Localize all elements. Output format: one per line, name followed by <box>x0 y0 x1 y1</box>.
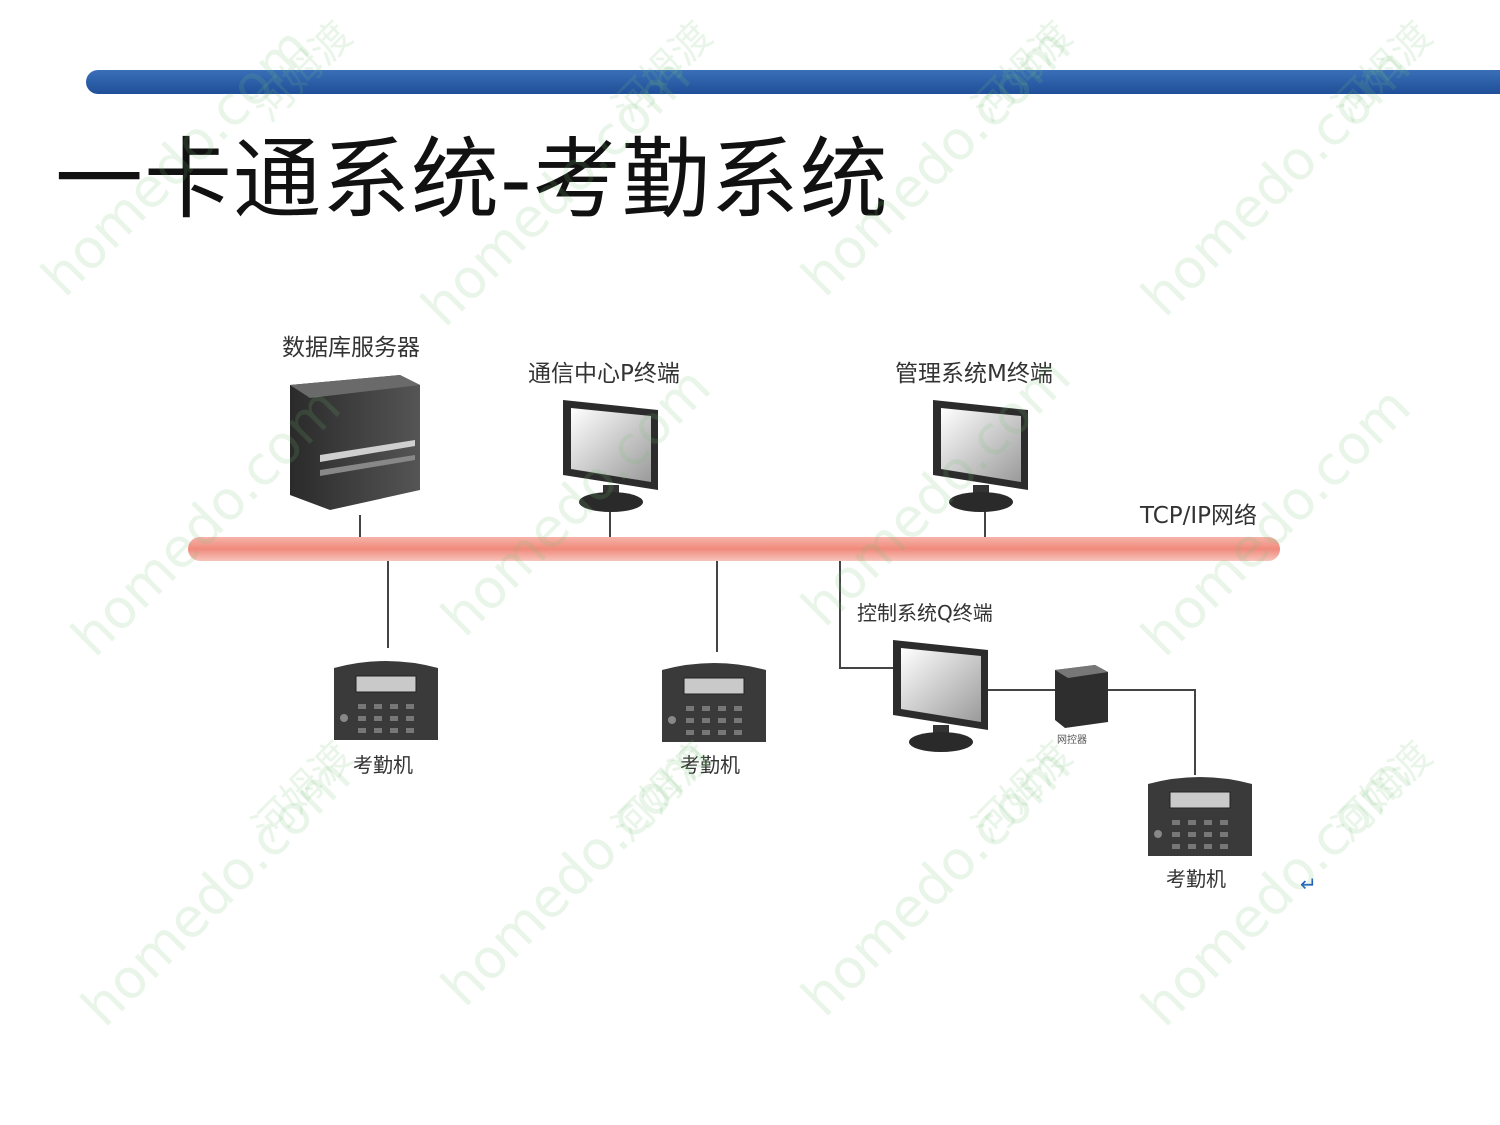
slide-title: 一卡通系统-考勤系统 <box>55 128 889 231</box>
control-terminal-label: 控制系统Q终端 <box>857 601 993 625</box>
db-server-label: 数据库服务器 <box>282 335 420 361</box>
comm-terminal-label: 通信中心P终端 <box>528 361 680 387</box>
tcp-ip-bus <box>188 537 1280 561</box>
mgmt-terminal-label: 管理系统M终端 <box>895 361 1053 387</box>
database-server-icon <box>290 375 420 510</box>
control-terminal-monitor-icon <box>893 640 988 752</box>
title-bar-decoration <box>86 70 1500 94</box>
controller-box-icon <box>1055 665 1108 728</box>
attendance-2-label: 考勤机 <box>680 753 740 777</box>
attendance-3-label: 考勤机 <box>1166 867 1226 891</box>
return-mark: ↵ <box>1300 872 1317 896</box>
attendance-1-label: 考勤机 <box>353 753 413 777</box>
network-label: TCP/IP网络 <box>1140 503 1258 529</box>
attendance-machine-icon <box>333 660 439 741</box>
attendance-machine-icon <box>1147 776 1253 857</box>
controller-label: 网控器 <box>1057 735 1087 746</box>
